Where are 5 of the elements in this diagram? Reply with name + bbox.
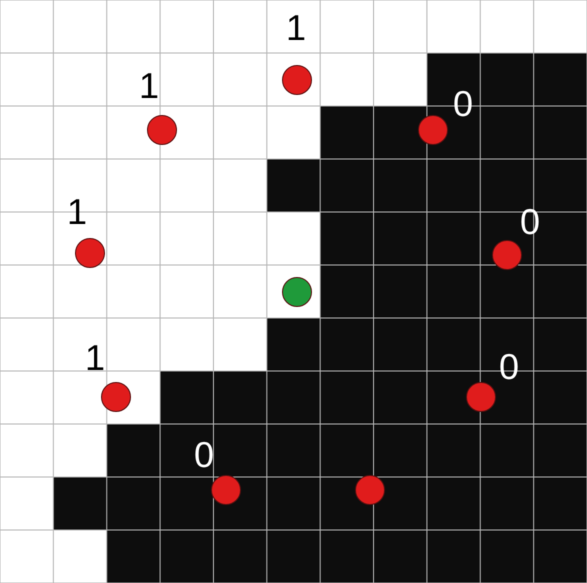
- bit-label: 1: [67, 194, 88, 230]
- bit-label: 1: [85, 340, 106, 376]
- bit-label: 0: [194, 437, 214, 473]
- bit-label: 1: [139, 68, 160, 104]
- bit-label: 1: [286, 10, 306, 46]
